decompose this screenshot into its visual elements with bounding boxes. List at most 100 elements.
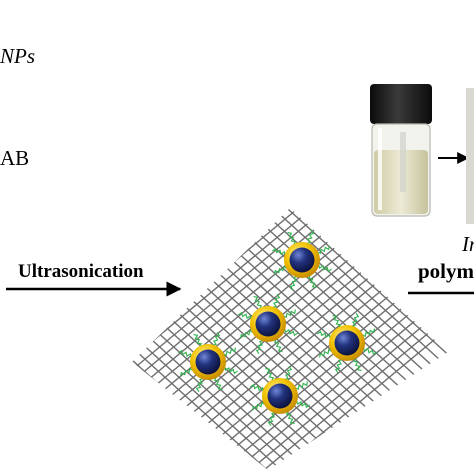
mesh-line	[157, 208, 448, 470]
mesh-line	[132, 208, 293, 470]
mesh-line	[132, 208, 265, 470]
mesh-line	[437, 208, 448, 470]
mesh-line	[0, 180, 66, 474]
mesh-line	[132, 208, 237, 470]
ligand-chain	[334, 358, 343, 374]
polymer-mesh	[0, 180, 474, 474]
mesh-line	[0, 180, 38, 474]
ligand-chain	[177, 349, 193, 358]
mesh-line	[0, 180, 24, 474]
mesh-line	[132, 208, 181, 470]
mesh-line	[0, 180, 80, 474]
label-ultrasonication: Ultrasonication	[18, 261, 144, 282]
nanoparticle	[271, 229, 333, 291]
ligand-chain	[180, 367, 194, 377]
mesh-line	[132, 208, 363, 470]
ligand-chain	[319, 348, 333, 358]
particle-core	[195, 349, 221, 375]
ligand-chain	[306, 229, 315, 245]
mesh-line	[227, 208, 448, 470]
mesh-line	[0, 180, 52, 474]
ligand-chain	[249, 383, 265, 392]
ligand-chain	[213, 376, 223, 390]
ligand-chain	[361, 328, 375, 338]
ligand-chain	[195, 377, 204, 393]
mesh-line	[132, 208, 335, 470]
label-polym-partial: polym	[418, 259, 474, 283]
ligand-chain	[316, 245, 330, 255]
mesh-line	[0, 180, 108, 474]
mesh-line	[367, 208, 448, 470]
mesh-line	[255, 208, 448, 470]
ligand-chain	[332, 315, 342, 329]
nanoparticle	[316, 312, 378, 374]
label-ab: AB	[0, 146, 30, 170]
ligand-chain	[294, 381, 308, 391]
mesh-line	[241, 208, 448, 470]
ligand-chain	[287, 232, 297, 246]
label-nps: NPs	[0, 44, 36, 68]
mesh-line	[213, 208, 448, 470]
ligand-chain	[265, 368, 275, 382]
mesh-line	[0, 180, 10, 474]
ligand-chain	[273, 338, 283, 352]
mesh-line	[466, 180, 474, 474]
label-in-partial: In	[462, 232, 474, 256]
mesh-line	[132, 208, 151, 470]
ligand-chain	[223, 366, 239, 375]
mesh-line	[132, 208, 279, 470]
mesh-line	[132, 208, 153, 470]
ligand-chain	[274, 265, 288, 275]
nanoparticle	[249, 365, 311, 427]
mesh-line	[132, 208, 209, 470]
ligand-chain	[252, 401, 266, 411]
ligand-chain	[255, 339, 264, 355]
ligand-chain	[285, 410, 295, 424]
mesh-line	[209, 208, 448, 470]
particle-core	[267, 383, 293, 409]
ligand-chain	[284, 365, 293, 381]
mesh-line	[0, 180, 110, 474]
mesh-line	[409, 208, 448, 470]
mesh-line	[132, 208, 137, 470]
ligand-chain	[212, 331, 221, 347]
mesh-line	[132, 208, 167, 470]
mesh-line	[353, 208, 448, 470]
ligand-chain	[271, 247, 287, 256]
ligand-chain	[352, 357, 362, 371]
ligand-chain	[237, 311, 253, 320]
nanoparticle	[237, 293, 299, 355]
ligand-chain	[193, 334, 203, 348]
mesh-line	[132, 208, 377, 470]
mesh-line	[223, 208, 448, 470]
vial-photo	[356, 76, 452, 222]
ligand-chain	[222, 347, 236, 357]
nanoparticle	[177, 331, 239, 393]
ligand-chain	[272, 293, 281, 309]
mesh-line	[132, 208, 179, 470]
mesh-line	[132, 208, 277, 470]
second-vial-edge	[466, 88, 474, 224]
ligand-chain	[282, 309, 296, 319]
mesh-line	[132, 208, 139, 470]
nanoparticles	[177, 229, 378, 427]
mesh-line	[132, 208, 361, 470]
mesh-line	[132, 208, 448, 470]
mesh-line	[423, 208, 448, 470]
mesh-line	[132, 208, 195, 470]
mesh-line	[132, 208, 375, 470]
ligand-chain	[289, 275, 298, 291]
ligand-chain	[351, 312, 360, 328]
ligand-chain	[316, 330, 332, 339]
mesh-line	[132, 208, 347, 470]
ligand-chain	[283, 328, 299, 337]
mesh-line	[381, 208, 448, 470]
ligand-chain	[307, 274, 317, 288]
mesh-line	[0, 180, 94, 474]
ligand-chain	[295, 400, 311, 409]
mesh-line	[132, 208, 349, 470]
mesh-line	[153, 208, 448, 470]
ligand-chain	[253, 296, 263, 310]
vial-cap	[370, 84, 432, 124]
